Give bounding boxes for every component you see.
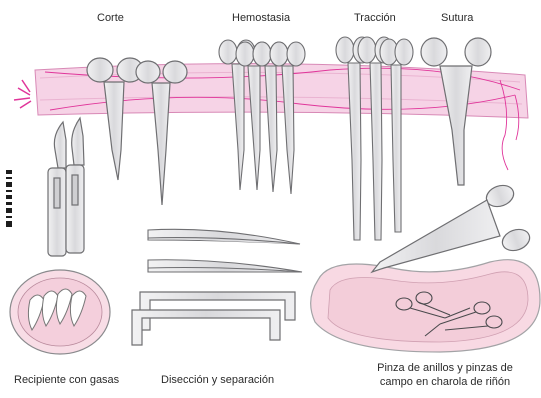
label-hemostasia: Hemostasia [232,12,290,25]
label-pinza-line1: Pinza de anillos y pinzas de [360,362,530,375]
vertical-mark [3,168,15,230]
cutting-scissors [87,58,187,205]
label-traccion: Tracción [354,12,396,25]
scalpels [48,118,84,256]
kidney-basin [311,260,540,352]
gauze-bowl [10,270,110,354]
label-sutura: Sutura [441,12,473,25]
label-pinza-line2: campo en charola de riñón [360,376,530,389]
label-diseccion: Disección y separación [161,374,274,387]
label-recipiente: Recipiente con gasas [14,374,119,387]
retractors [132,292,295,345]
hemostats [219,40,305,194]
dissection-forceps [148,229,302,272]
label-corte: Corte [97,12,124,25]
